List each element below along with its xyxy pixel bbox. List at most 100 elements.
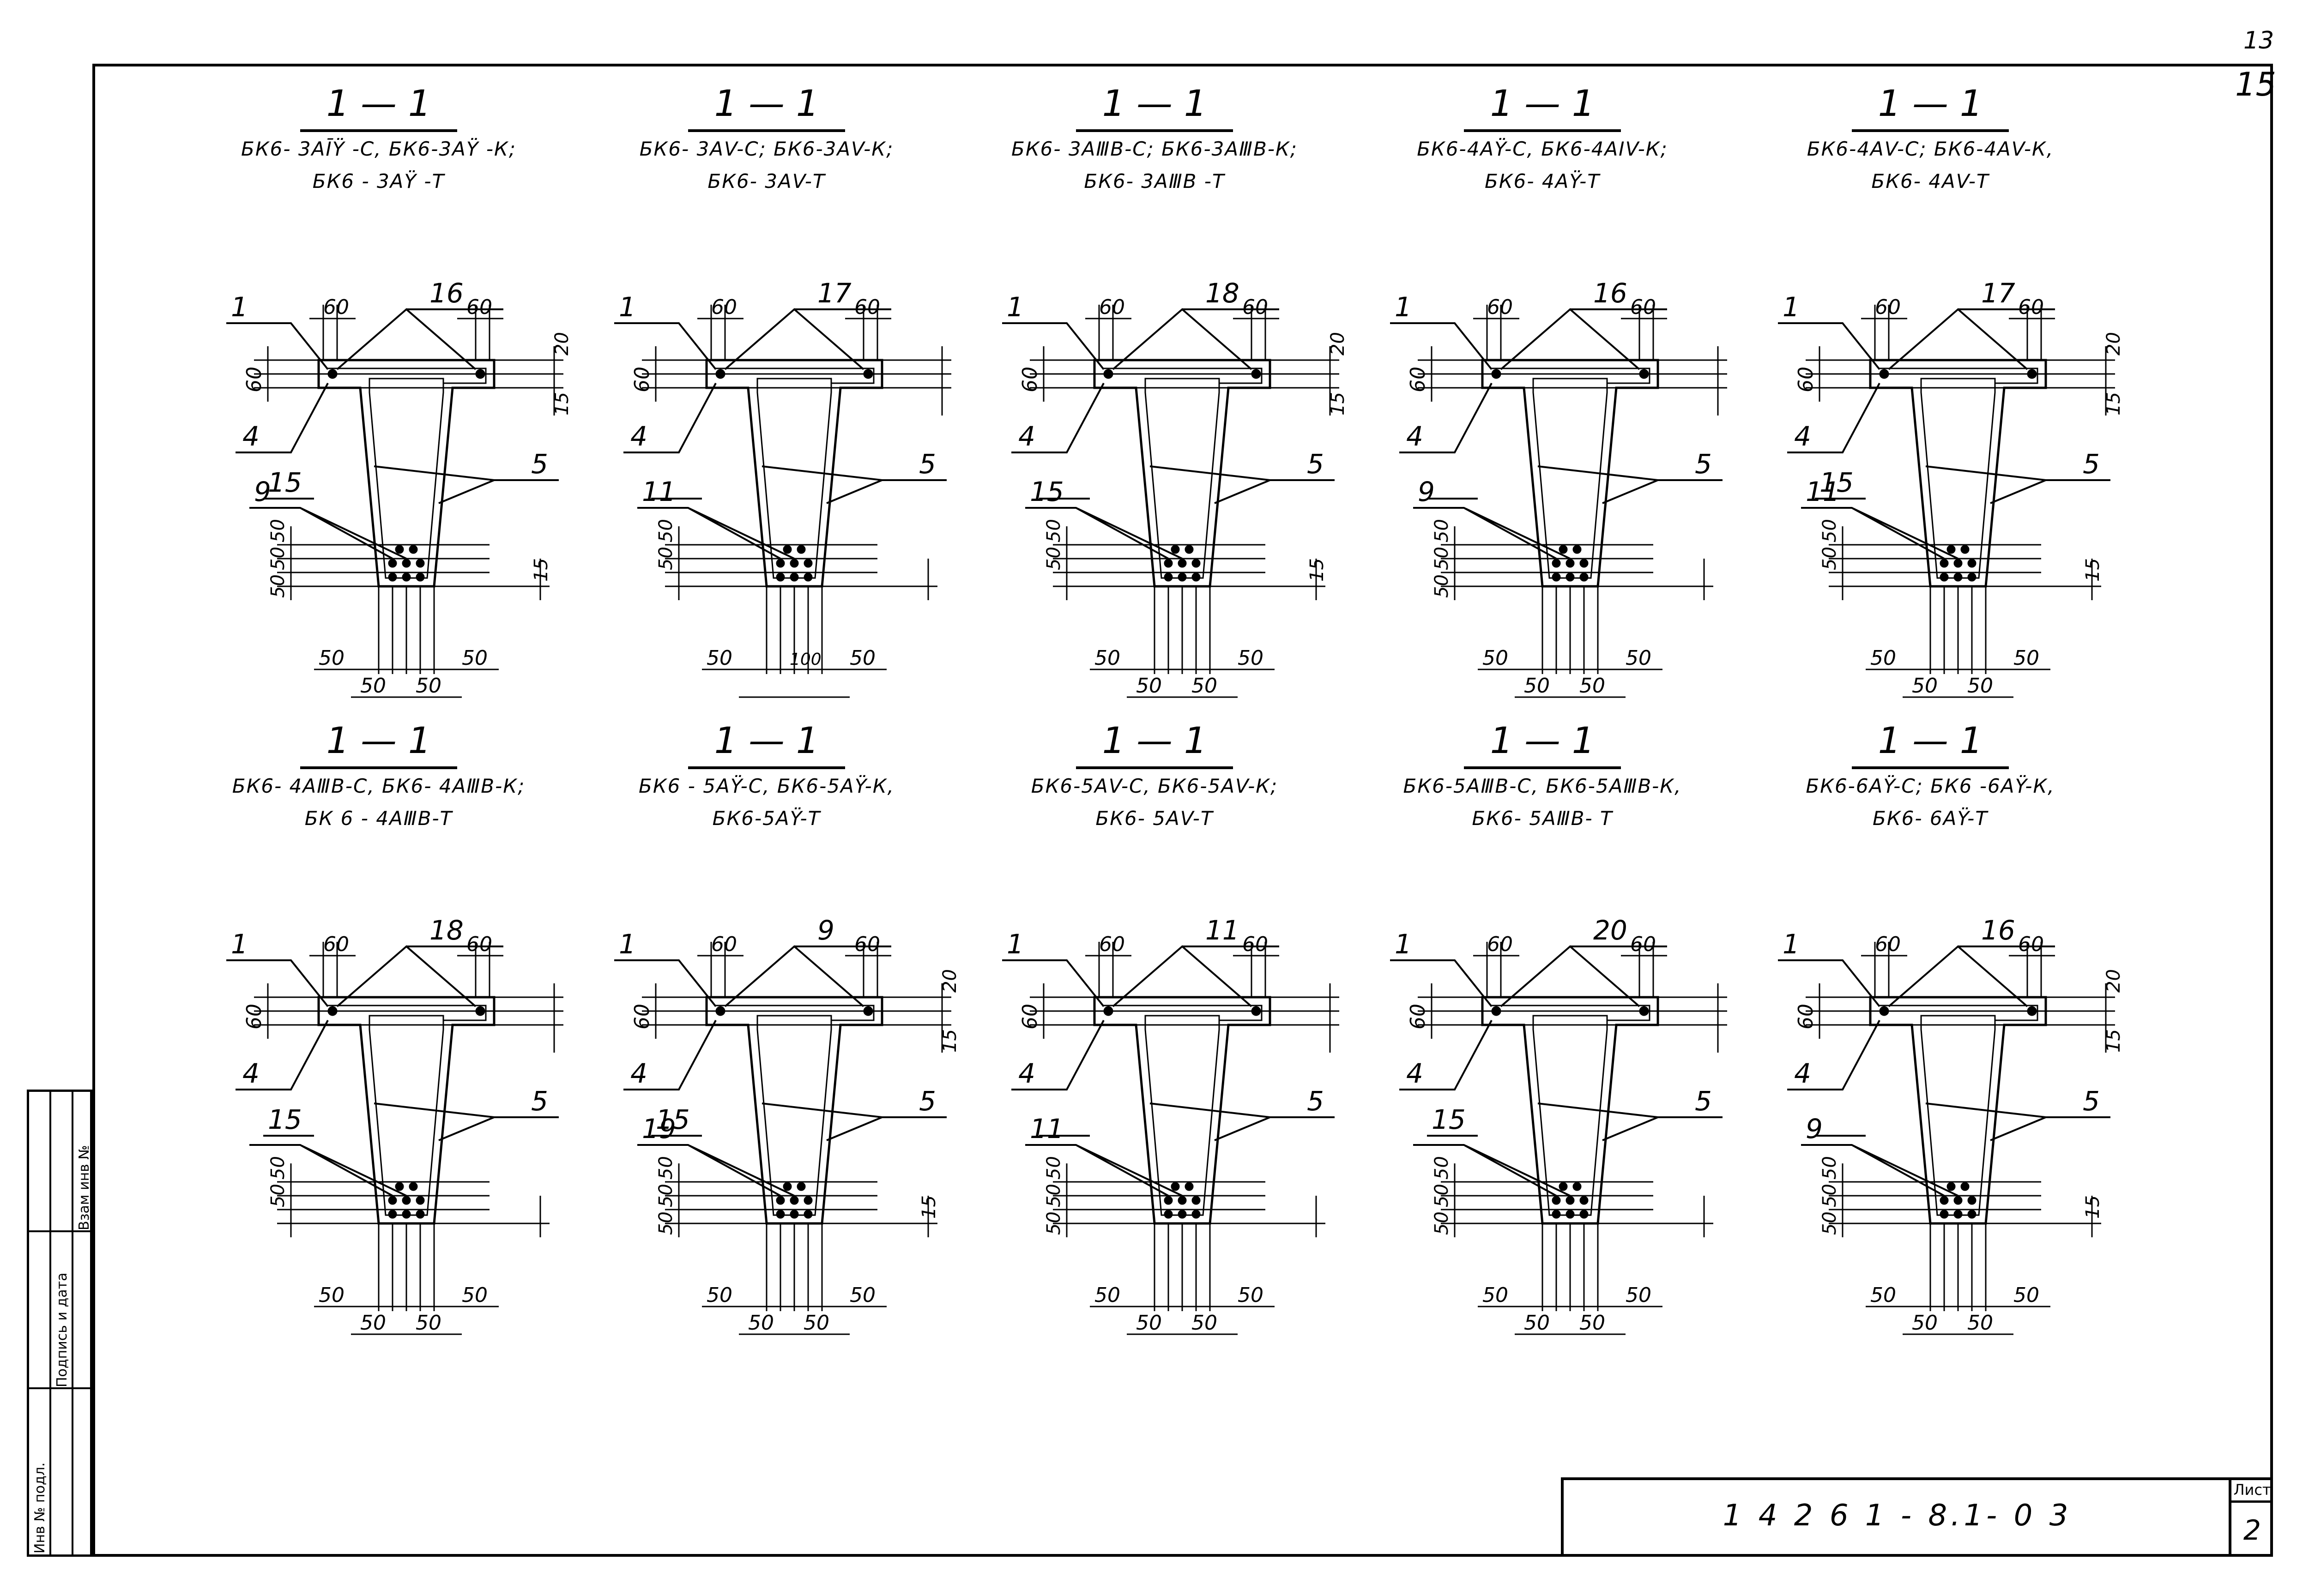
section-title-underline	[1852, 129, 2009, 132]
dimension-label: 50	[1819, 1211, 1840, 1235]
callout-number: 4	[1018, 1058, 1035, 1089]
stamp-text-inv-podl: Инв № подл.	[32, 1462, 48, 1554]
rebar-dot	[1164, 572, 1173, 582]
leader-line	[1413, 507, 1571, 560]
callout-number: 5	[1307, 448, 1324, 480]
dimension-line	[309, 305, 356, 360]
rebar-dot	[790, 572, 799, 582]
rebar-dot	[1960, 1182, 1970, 1191]
dimension-line	[1090, 669, 1275, 698]
dimension-label: 20	[939, 969, 961, 993]
page-number: 15	[2235, 66, 2277, 103]
leader-line	[623, 383, 717, 453]
section-caption: БК6 - 3АŸ -Т	[312, 170, 445, 193]
callout-number: 11	[642, 476, 676, 507]
dimension-line	[1090, 1306, 1275, 1335]
leader-line	[1149, 465, 1335, 504]
rebar-cage-web	[369, 1015, 444, 1216]
leader-line	[226, 322, 329, 370]
dimension-label: 60	[1018, 1004, 1042, 1030]
section-caption: БК6- 6АŸ-Т	[1873, 807, 1988, 830]
dimension-line	[1085, 942, 1131, 997]
section-title: 1 — 1	[326, 83, 431, 125]
leader-line	[1011, 383, 1105, 453]
rebar-dot	[1566, 1210, 1575, 1219]
dimension-line	[642, 346, 951, 416]
rebar-dot	[1559, 545, 1568, 554]
rebar-dot	[402, 1210, 411, 1219]
callout-number: 4	[1406, 1058, 1423, 1089]
dimension-label: 50	[319, 1283, 345, 1307]
rebar-dot	[804, 1196, 813, 1205]
dimension-label: 60	[242, 1004, 266, 1030]
dimension-label: 15	[2103, 392, 2124, 416]
dimension-label: 50	[2013, 1283, 2039, 1307]
dimension-line	[277, 526, 550, 600]
leader-line	[1390, 959, 1493, 1007]
dimension-label: 50	[1043, 1211, 1064, 1235]
callout-number: 5	[531, 448, 548, 480]
callout-number: 1	[1783, 928, 1800, 960]
dimension-label: 15	[2082, 558, 2103, 582]
beam-outline	[1869, 996, 2047, 1225]
dimension-label: 15	[1327, 392, 1348, 416]
dimension-label: 50	[462, 1283, 488, 1307]
section-caption: БК6-4АV-С; БК6-4АV-К,	[1807, 138, 2054, 160]
leader-line	[1002, 959, 1105, 1007]
callout-number: 15	[1030, 476, 1064, 507]
rebar-cage-top	[327, 367, 487, 384]
section-caption: БК6- 3АĪŸ -С, БК6-3АŸ -К;	[241, 138, 516, 160]
dimension-label: 60	[1406, 367, 1430, 392]
dimension-label: 60	[1630, 295, 1656, 319]
leader-line	[1925, 1102, 2110, 1141]
callout-number: 1	[1783, 291, 1800, 323]
dimension-line	[1806, 983, 2115, 1053]
dimension-label: 50	[2013, 646, 2039, 670]
stamp-column-3: Взам инв №	[73, 1092, 95, 1554]
rebar-dot	[1967, 559, 1977, 568]
dimension-label: 15	[2103, 1029, 2124, 1053]
leader-line	[1787, 1020, 1880, 1090]
rebar-dot	[1967, 1210, 1977, 1219]
beam-outline	[317, 996, 496, 1225]
rebar-dot	[1185, 1182, 1194, 1191]
rebar-dot	[783, 1182, 792, 1191]
rebar-dot	[1164, 559, 1173, 568]
rebar-dot	[1178, 1196, 1187, 1205]
rebar-cage-web	[369, 378, 444, 579]
rebar-cage-top	[715, 1005, 875, 1021]
dimension-line	[2009, 942, 2055, 997]
dimension-label: 50	[1136, 674, 1162, 698]
rebar-dot	[409, 1182, 418, 1191]
dimension-line	[2009, 305, 2055, 360]
section-caption: БК6-6АŸ-С; БК6 -6АŸ-К,	[1806, 775, 2055, 797]
leader-line	[637, 507, 795, 560]
section-title-underline	[300, 766, 457, 769]
rebar-dot	[1191, 559, 1201, 568]
rebar-dot	[388, 1196, 397, 1205]
rebar-cage-top	[1491, 1005, 1650, 1021]
dimension-label: 50	[748, 1311, 774, 1335]
rebar-cage-top	[1103, 367, 1263, 384]
dimension-label: 20	[551, 332, 573, 355]
dimension-line	[1053, 1163, 1325, 1237]
dimension-label: 15	[2082, 1195, 2103, 1219]
dimension-label: 50	[1191, 674, 1217, 698]
sheet-number-top: 13	[2243, 27, 2274, 54]
rebar-dot	[1191, 1196, 1201, 1205]
rebar-cage-web	[1532, 378, 1608, 579]
dimension-label: 50	[804, 1311, 829, 1335]
rebar-cage-web	[1532, 1015, 1608, 1216]
rebar-dot	[1940, 559, 1949, 568]
callout-number: 5	[1695, 1085, 1712, 1117]
